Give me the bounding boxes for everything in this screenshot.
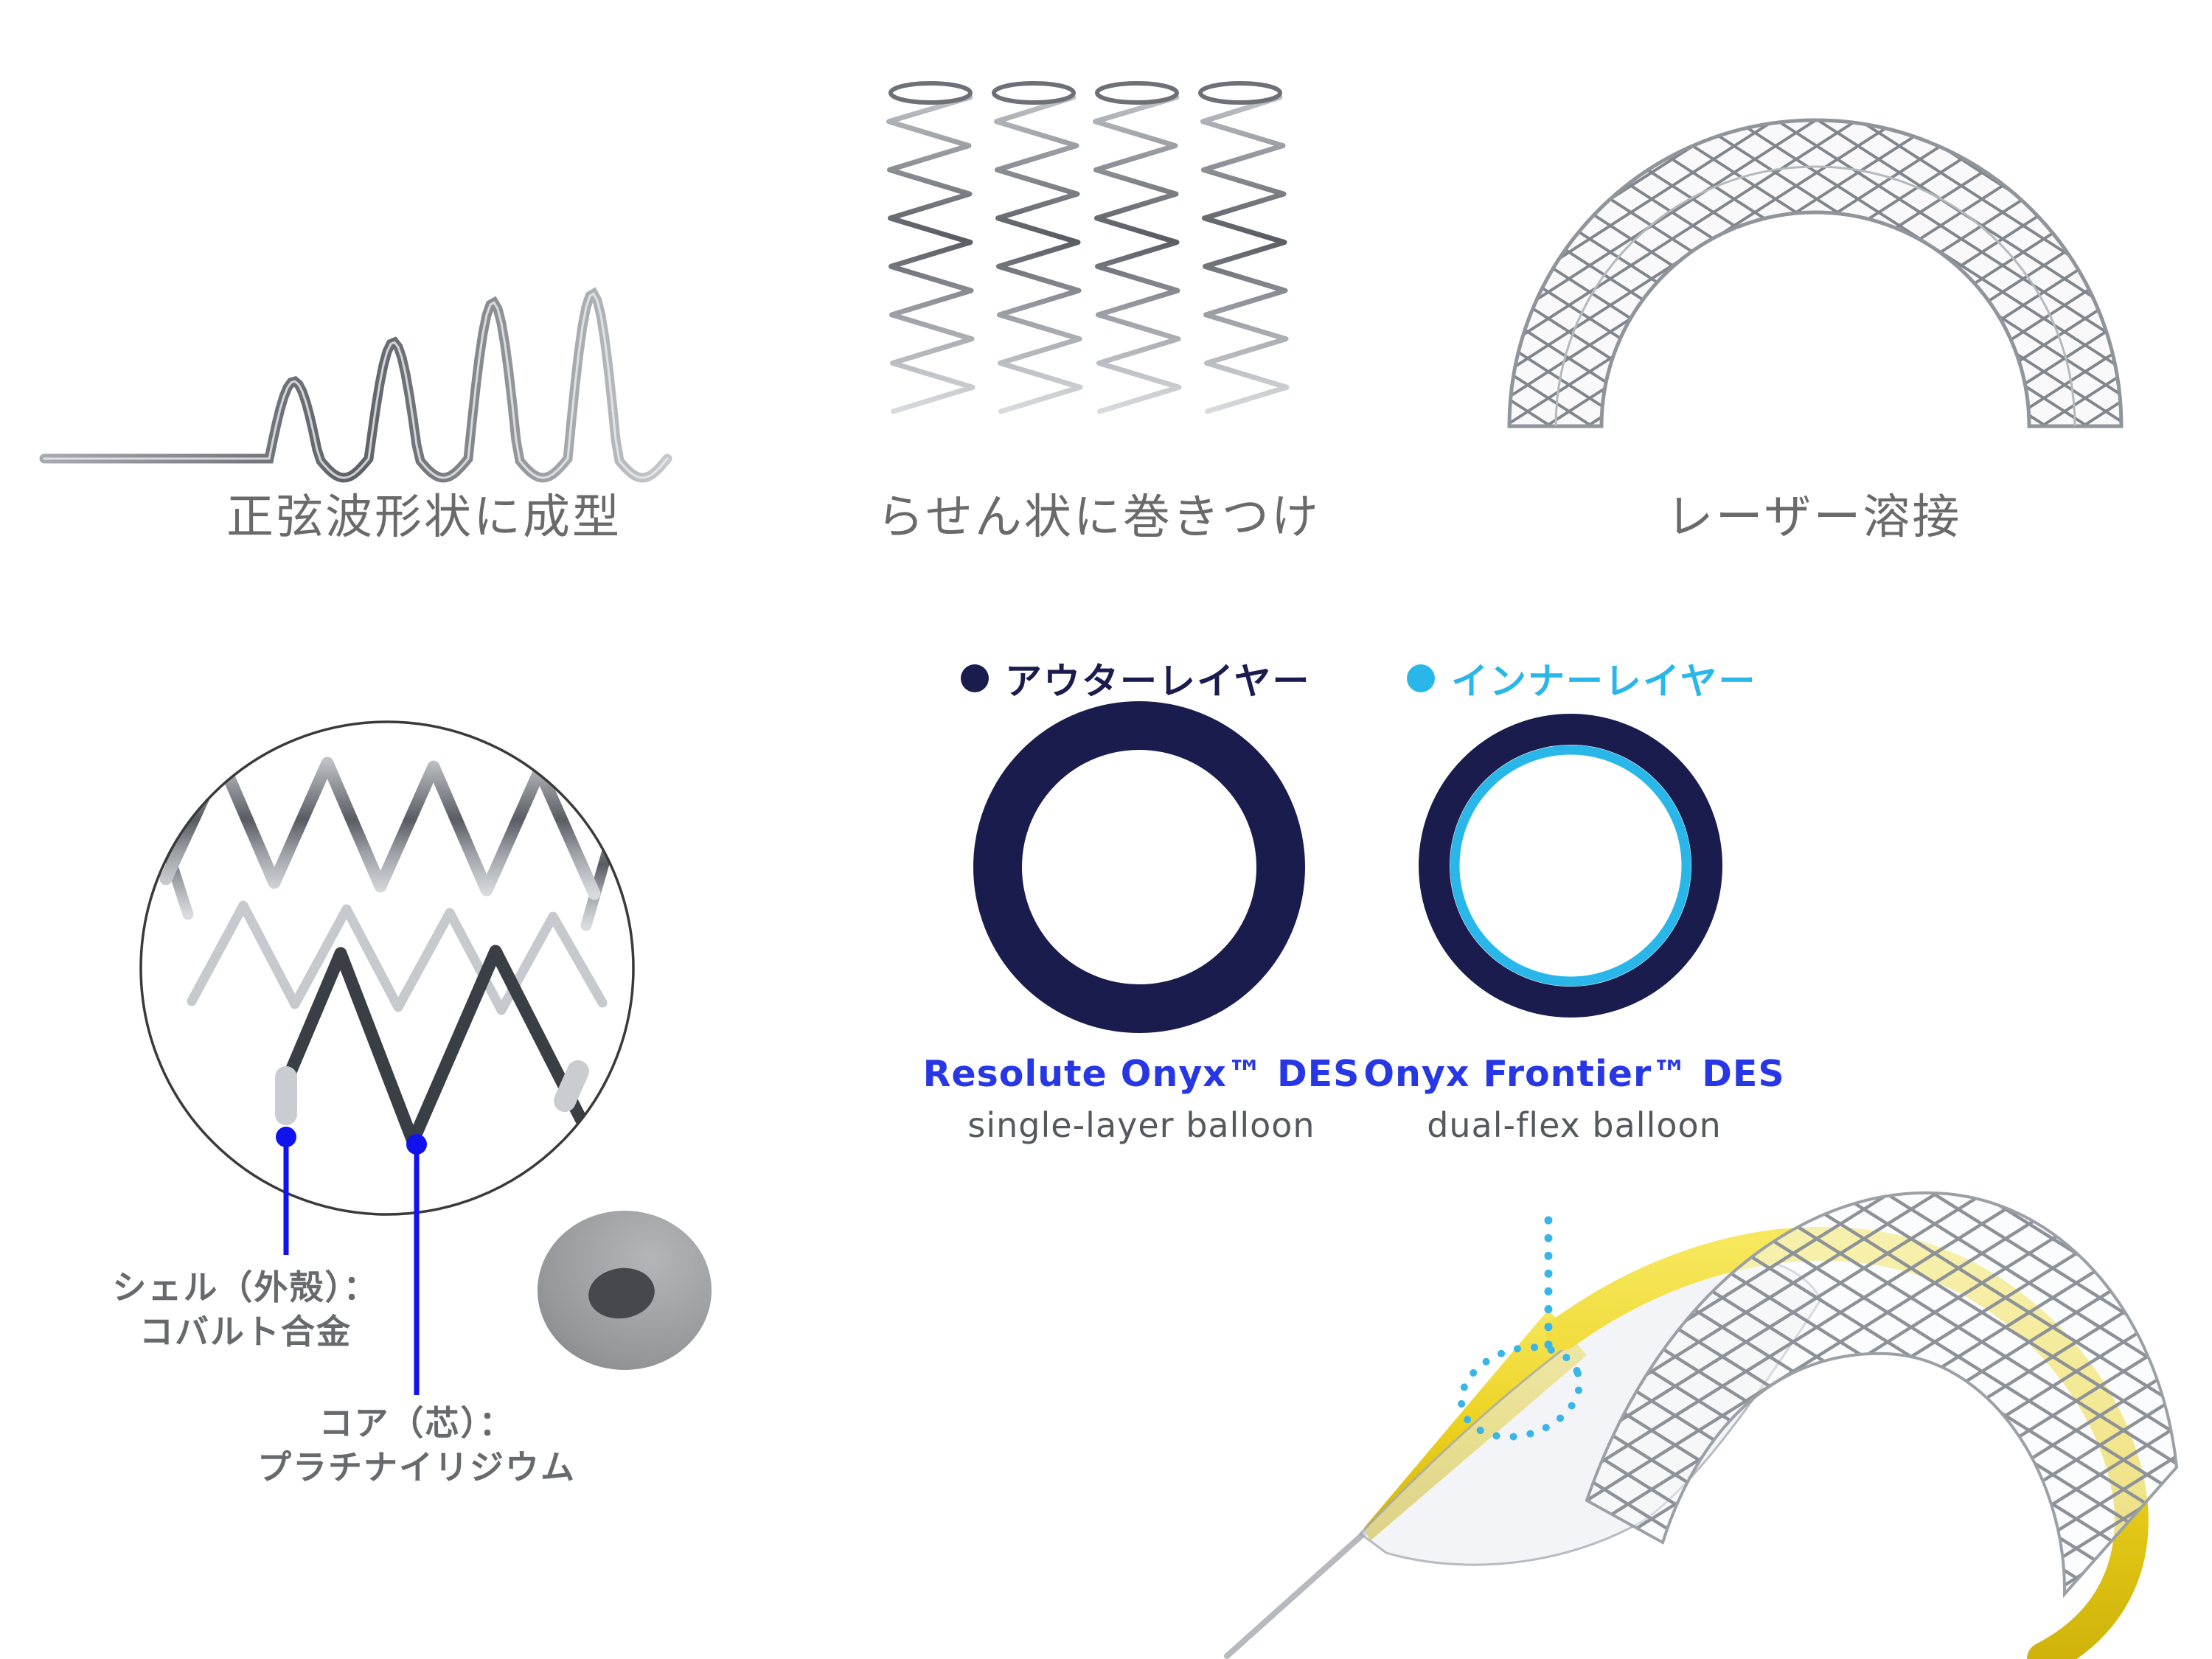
core-material-label: コア（芯）： プラチナイリジウム bbox=[257, 1401, 576, 1489]
inner-layer-dot-icon bbox=[1407, 664, 1435, 692]
core-cross-section bbox=[588, 1267, 655, 1319]
shell-label-line2: コバルト合金 bbox=[139, 1312, 352, 1352]
product-balloon-type: single-layer balloon bbox=[967, 1105, 1315, 1145]
dual-flex-annotation bbox=[1457, 1216, 1584, 1441]
shell-callout bbox=[276, 1127, 296, 1255]
outer-layer-label: アウターレイヤー bbox=[1005, 660, 1311, 703]
inner-layer-ring bbox=[1450, 745, 1691, 987]
product-resolute-onyx: Resolute Onyx™ DES single-layer balloon bbox=[923, 1053, 1360, 1145]
core-label-line2: プラチナイリジウム bbox=[257, 1447, 576, 1487]
product-name: Onyx Frontier™ DES bbox=[1363, 1053, 1785, 1095]
outer-layer-dot-icon bbox=[961, 664, 989, 692]
welded-stent-illustration bbox=[1507, 118, 2124, 428]
callout-dot bbox=[276, 1127, 296, 1147]
sine-wire-illustration bbox=[39, 287, 672, 483]
product-balloon-type: dual-flex balloon bbox=[1427, 1105, 1722, 1145]
core-label-line1: コア（芯）： bbox=[319, 1403, 515, 1443]
wire-shell-cap bbox=[275, 1066, 297, 1125]
wire-cross-section bbox=[538, 1211, 712, 1370]
helical-coil-illustration bbox=[886, 81, 1290, 414]
legend-inner-layer: インナーレイヤー bbox=[1407, 652, 1757, 705]
legend-outer-layer: アウターレイヤー bbox=[961, 652, 1311, 705]
product-onyx-frontier: Onyx Frontier™ DES dual-flex balloon bbox=[1363, 1053, 1784, 1145]
step-label-sine-forming: 正弦波形状に成型 bbox=[226, 490, 622, 545]
guidewire bbox=[1224, 1528, 1370, 1659]
wire-shell-cap bbox=[554, 1060, 589, 1113]
callout-dot bbox=[406, 1134, 427, 1155]
shell-material-label: シェル（外殻）： コバルト合金 bbox=[113, 1265, 379, 1354]
catheter-illustration bbox=[1224, 1191, 2179, 1659]
step-label-laser-welding: レーザー溶接 bbox=[1666, 490, 1962, 545]
shell-label-line1: シェル（外殻）： bbox=[112, 1267, 379, 1307]
dual-layer-ring bbox=[1419, 714, 1722, 1018]
wire-inset-circle bbox=[139, 720, 635, 1216]
core-callout bbox=[406, 1134, 427, 1395]
inner-layer-label: インナーレイヤー bbox=[1451, 660, 1757, 703]
product-name: Resolute Onyx™ DES bbox=[922, 1053, 1360, 1095]
step-label-helical-winding: らせん状に巻きつけ bbox=[877, 490, 1321, 545]
single-layer-ring bbox=[973, 701, 1305, 1033]
